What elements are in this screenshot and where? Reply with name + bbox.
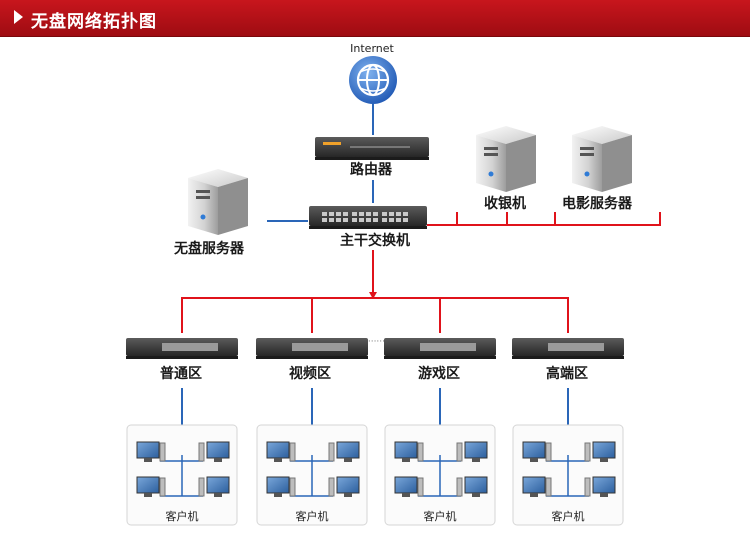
zone-label-video: 视频区: [289, 365, 331, 382]
router-label: 路由器: [350, 161, 393, 178]
server-icon: [188, 169, 248, 235]
title-arrow-icon: [14, 10, 23, 24]
client-label: 客户机: [166, 509, 199, 523]
diskless-server-label: 无盘服务器: [173, 240, 245, 257]
server-icon: [476, 126, 536, 192]
link-core-servers: [427, 212, 661, 226]
pc-icon: [328, 476, 360, 497]
page-title: 无盘网络拓扑图: [31, 12, 157, 32]
client-group: 客户机: [512, 424, 624, 526]
cashier-label: 收银机: [484, 195, 526, 212]
pc-icon: [266, 476, 296, 497]
title-bar: 无盘网络拓扑图: [0, 0, 750, 37]
pc-icon: [136, 441, 166, 462]
zone-label-premium: 高端区: [546, 365, 588, 382]
pc-icon: [266, 441, 296, 462]
client-label: 客户机: [296, 509, 329, 523]
switch-icon: [256, 338, 368, 359]
client-label: 客户机: [552, 509, 585, 523]
switch-icon: [512, 338, 624, 359]
router-icon: [315, 137, 429, 160]
switch-icon: [384, 338, 496, 359]
pc-icon: [456, 476, 488, 497]
pc-icon: [328, 441, 360, 462]
client-label: 客户机: [424, 509, 457, 523]
topology-diagram: Internet 路由器 主干交换机: [126, 42, 661, 526]
client-group: 客户机: [256, 424, 368, 526]
link-core-zones: [181, 250, 569, 333]
pc-icon: [522, 441, 552, 462]
pc-icon: [584, 476, 616, 497]
pc-icon: [394, 476, 424, 497]
globe-icon: [349, 56, 397, 104]
zone-label-game: 游戏区: [418, 365, 460, 382]
arrow-icon: [369, 292, 377, 299]
ellipsis: ·······: [365, 337, 385, 347]
movie-server-label: 电影服务器: [562, 195, 633, 212]
pc-icon: [198, 441, 230, 462]
client-group: 客户机: [126, 424, 238, 526]
link-zone-clients: [181, 388, 569, 470]
zone-label-normal: 普通区: [160, 365, 202, 382]
core-switch-label: 主干交换机: [340, 232, 410, 249]
internet-label: Internet: [350, 42, 394, 55]
switch-icon: [126, 338, 238, 359]
client-group: 客户机: [384, 424, 496, 526]
pc-icon: [198, 476, 230, 497]
pc-icon: [522, 476, 552, 497]
pc-icon: [136, 476, 166, 497]
pc-icon: [456, 441, 488, 462]
pc-icon: [394, 441, 424, 462]
pc-icon: [584, 441, 616, 462]
server-icon: [572, 126, 632, 192]
switch-icon: [309, 206, 427, 229]
